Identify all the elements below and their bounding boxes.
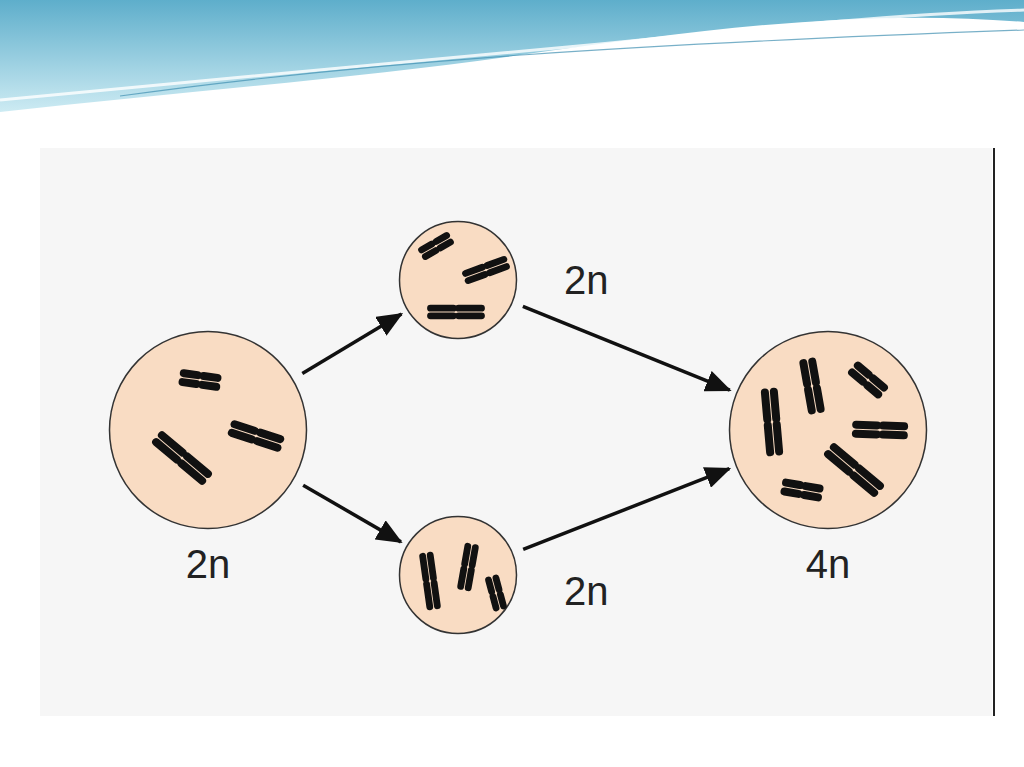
cell-membrane — [400, 222, 517, 339]
header-line — [120, 30, 1024, 96]
chromosome — [431, 308, 482, 316]
cell-membrane — [110, 332, 307, 529]
arrow — [303, 485, 401, 542]
cell-outline — [108, 330, 308, 530]
chromosome — [423, 555, 438, 607]
header-line — [300, 42, 1024, 88]
ploidy-label-box: 4n — [806, 542, 851, 586]
image-panel — [40, 148, 992, 716]
ploidy-label: 2n — [564, 258, 609, 302]
ploidy-label: 4n — [806, 542, 851, 586]
chromosome — [466, 259, 507, 280]
chromosome — [461, 546, 476, 588]
cell-circle: 2n — [398, 515, 518, 635]
chromosome — [784, 483, 819, 498]
ploidy-label: 2n — [186, 542, 231, 586]
arrow — [523, 306, 730, 390]
ploidy-label-box: 2n — [186, 542, 231, 586]
ploidy-label-box: 2n — [564, 569, 609, 613]
cell-outline — [398, 515, 518, 635]
cell-membrane — [400, 517, 517, 634]
ploidy-label: 2n — [564, 569, 609, 613]
arrow — [523, 469, 729, 550]
chromosome — [852, 366, 884, 395]
cell-circle: 4n — [728, 330, 928, 530]
chromosome — [765, 392, 779, 453]
cell-membrane — [730, 332, 927, 529]
ploidy-label-box: 2n — [564, 258, 609, 302]
chromosome — [803, 362, 820, 411]
chromosome — [856, 425, 904, 436]
chromosome — [183, 373, 218, 387]
chromosome — [156, 435, 208, 480]
chromosome — [422, 235, 451, 256]
cell-circle: 2n — [398, 220, 518, 340]
arrow — [302, 314, 401, 373]
cell-circle: 2n — [108, 330, 308, 530]
cell-outline — [728, 330, 928, 530]
header-wave — [0, 0, 1024, 112]
chromosome — [232, 424, 280, 447]
header-line — [0, 10, 1024, 100]
chromosome — [489, 578, 504, 608]
panel-edge — [993, 148, 995, 716]
chromosome — [828, 447, 880, 492]
cell-outline — [398, 220, 518, 340]
